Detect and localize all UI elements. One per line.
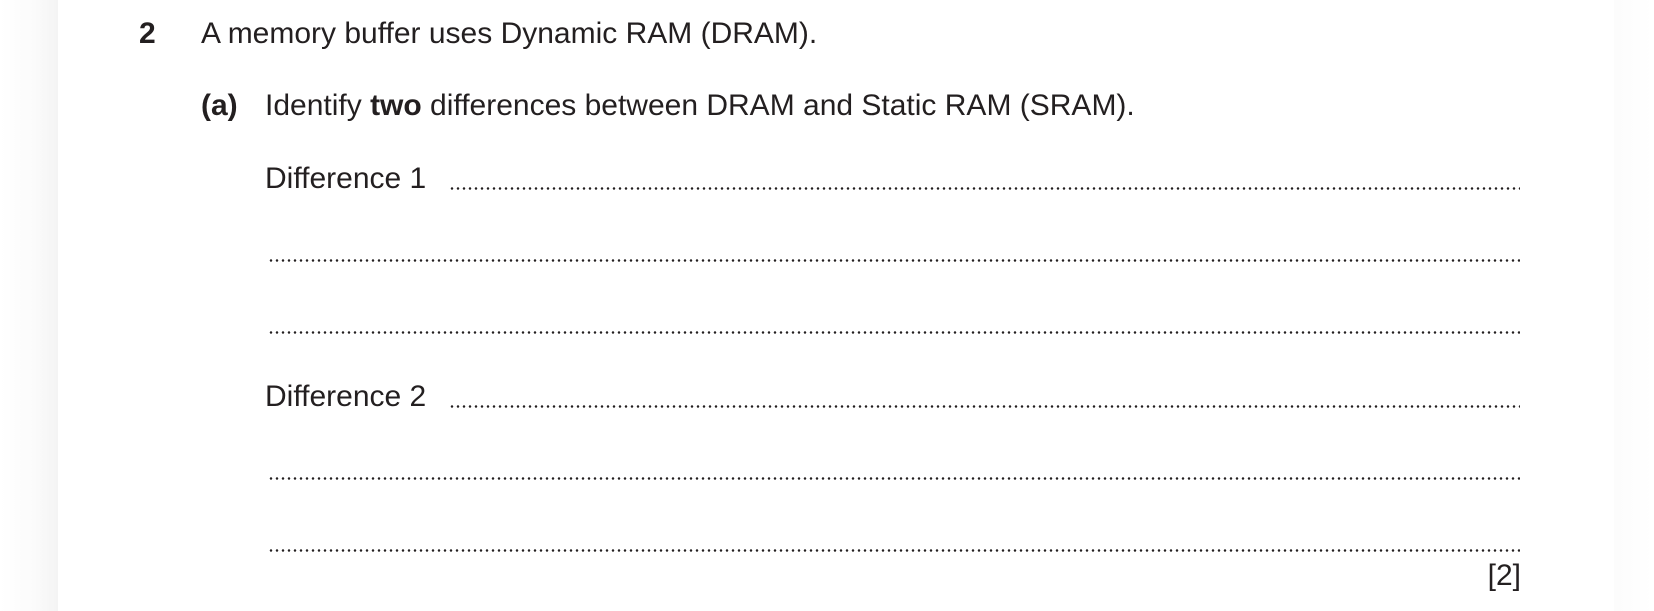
- instruction-emphasis: two: [370, 89, 422, 122]
- answer-line-5[interactable]: [268, 477, 1520, 480]
- page-edge-shadow: [0, 0, 58, 611]
- question-stem: A memory buffer uses Dynamic RAM (DRAM).: [201, 17, 818, 50]
- answer-line-6[interactable]: [268, 549, 1520, 552]
- answer-line-2[interactable]: [268, 259, 1520, 262]
- part-instruction: Identify two differences between DRAM an…: [265, 88, 1135, 124]
- difference-1-label: Difference 1: [265, 162, 427, 195]
- answer-line-4[interactable]: [449, 405, 1520, 408]
- instruction-text-end: differences between DRAM and Static RAM …: [421, 89, 1135, 122]
- page-edge-shadow-right: [1614, 0, 1654, 611]
- instruction-text-start: Identify: [265, 89, 371, 122]
- part-label: (a): [201, 89, 238, 122]
- answer-line-1[interactable]: [449, 187, 1520, 190]
- difference-2-label: Difference 2: [265, 380, 427, 413]
- answer-line-3[interactable]: [268, 331, 1520, 334]
- marks-allocation: [2]: [1487, 559, 1521, 592]
- question-number: 2: [139, 17, 156, 50]
